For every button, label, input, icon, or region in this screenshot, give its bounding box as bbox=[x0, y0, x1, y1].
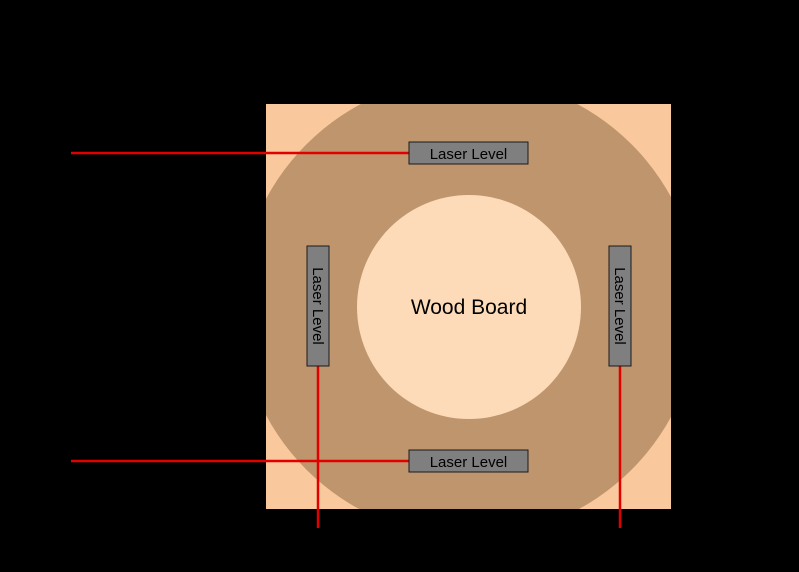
laser-level-top-box bbox=[408, 141, 529, 165]
laser-level-right: Laser Level bbox=[608, 245, 632, 367]
laser-level-bottom-label: Laser Level bbox=[430, 454, 508, 471]
inner-circle bbox=[357, 195, 581, 419]
laser-level-bottom-box bbox=[408, 449, 529, 473]
laser-level-right-box bbox=[608, 245, 632, 367]
laser-level-top-label: Laser Level bbox=[430, 146, 508, 163]
laser-level-left-box bbox=[306, 245, 330, 367]
laser-level-top: Laser Level bbox=[408, 141, 529, 165]
laser-level-left: Laser Level bbox=[306, 245, 330, 367]
center-label: Wood Board bbox=[411, 296, 527, 319]
laser-level-left-label: Laser Level bbox=[309, 267, 326, 345]
laser-level-bottom: Laser Level bbox=[408, 449, 529, 473]
laser-level-right-label: Laser Level bbox=[611, 267, 628, 345]
